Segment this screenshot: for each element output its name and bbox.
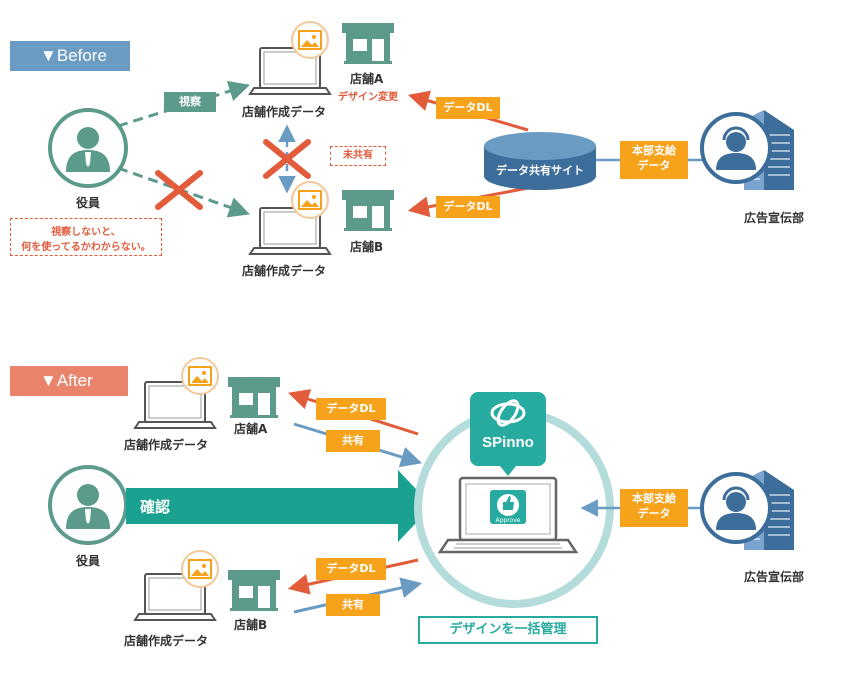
- after-share-b-tag: 共有: [326, 594, 380, 616]
- store-b-icon: [342, 190, 394, 231]
- unshared-note: 未共有: [330, 146, 386, 166]
- after-store-a-icon: [228, 377, 280, 418]
- warning-note-line1: 視察しないと、: [51, 227, 121, 238]
- after-hq-label: 広告宣伝部: [744, 570, 805, 584]
- after-share-b-text: 共有: [342, 598, 364, 611]
- hq-data-line2: データ: [637, 158, 671, 172]
- after-dl-a-text: データDL: [326, 402, 376, 415]
- dl-a-text: データDL: [443, 101, 493, 114]
- before-tag-text: ▼Before: [40, 46, 107, 65]
- after-share-a-tag: 共有: [326, 430, 380, 452]
- after-store-a-label: 店舗A: [234, 422, 268, 436]
- exec-person-icon: [48, 108, 128, 188]
- blocked-x-icon: [155, 170, 203, 210]
- view-label-text: 視察: [179, 95, 201, 108]
- database-label: データ共有サイト: [496, 164, 584, 177]
- after-exec-label: 役員: [76, 554, 101, 568]
- store-a-label: 店舗A: [350, 72, 384, 86]
- after-section-tag: ▼After: [10, 366, 128, 396]
- after-store-b-label: 店舗B: [234, 618, 268, 632]
- laptop-b-label: 店舗作成データ: [242, 264, 327, 278]
- hq-label: 広告宣伝部: [744, 211, 805, 225]
- after-tag-text: ▼After: [40, 371, 93, 390]
- after-laptop-b-label: 店舗作成データ: [124, 634, 209, 648]
- after-exec-person-icon: [48, 465, 128, 545]
- confirm-arrow: [126, 470, 432, 542]
- hq-data-tag: 本部支給 データ: [620, 141, 688, 179]
- store-a-sub-label: デザイン変更: [338, 92, 398, 103]
- after-laptop-a-label: 店舗作成データ: [124, 438, 209, 452]
- laptop-a-label: 店舗作成データ: [242, 105, 327, 119]
- after-store-b-icon: [228, 570, 280, 611]
- after-dl-a-tag: データDL: [316, 398, 386, 420]
- dl-a-tag: データDL: [436, 97, 500, 119]
- hq-operator-icon: [700, 112, 772, 184]
- after-hq-data-line2: データ: [637, 506, 671, 520]
- thumbs-up-icon: [503, 496, 514, 510]
- approve-label: Approve: [495, 517, 521, 524]
- hq-data-line1: 本部支給: [632, 144, 676, 157]
- after-dl-b-tag: データDL: [316, 558, 386, 580]
- image-b-icon: [291, 181, 329, 219]
- store-b-label: 店舗B: [350, 240, 384, 254]
- dl-b-tag: データDL: [436, 196, 500, 218]
- after-hq-data-tag: 本部支給 データ: [620, 489, 688, 527]
- spinno-logo-text: SPinno: [482, 434, 534, 451]
- store-a-icon: [342, 23, 394, 64]
- after-dl-b-text: データDL: [326, 562, 376, 575]
- warning-note-line2: 何を使ってるかわからない。: [21, 242, 151, 253]
- manage-label-text: デザインを一括管理: [449, 622, 567, 637]
- warning-note: 視察しないと、 何を使ってるかわからない。: [10, 218, 162, 256]
- view-label: 視察: [164, 92, 216, 112]
- spinno-laptop-icon: [437, 476, 579, 554]
- after-share-a-text: 共有: [342, 434, 364, 447]
- manage-label: デザインを一括管理: [418, 616, 598, 644]
- exec-label: 役員: [76, 196, 101, 210]
- unshared-note-text: 未共有: [343, 150, 373, 161]
- before-section-tag: ▼Before: [10, 41, 130, 71]
- database-icon: [484, 132, 596, 190]
- after-hq-data-line1: 本部支給: [632, 492, 676, 505]
- dl-b-text: データDL: [443, 200, 493, 213]
- after-image-a-icon: [181, 357, 219, 395]
- spinno-logo-icon: [470, 392, 546, 476]
- image-a-icon: [291, 21, 329, 59]
- confirm-label: 確認: [140, 498, 171, 516]
- after-hq-operator-icon: [700, 472, 772, 544]
- unshared-x-icon: [263, 139, 311, 179]
- after-image-b-icon: [181, 550, 219, 588]
